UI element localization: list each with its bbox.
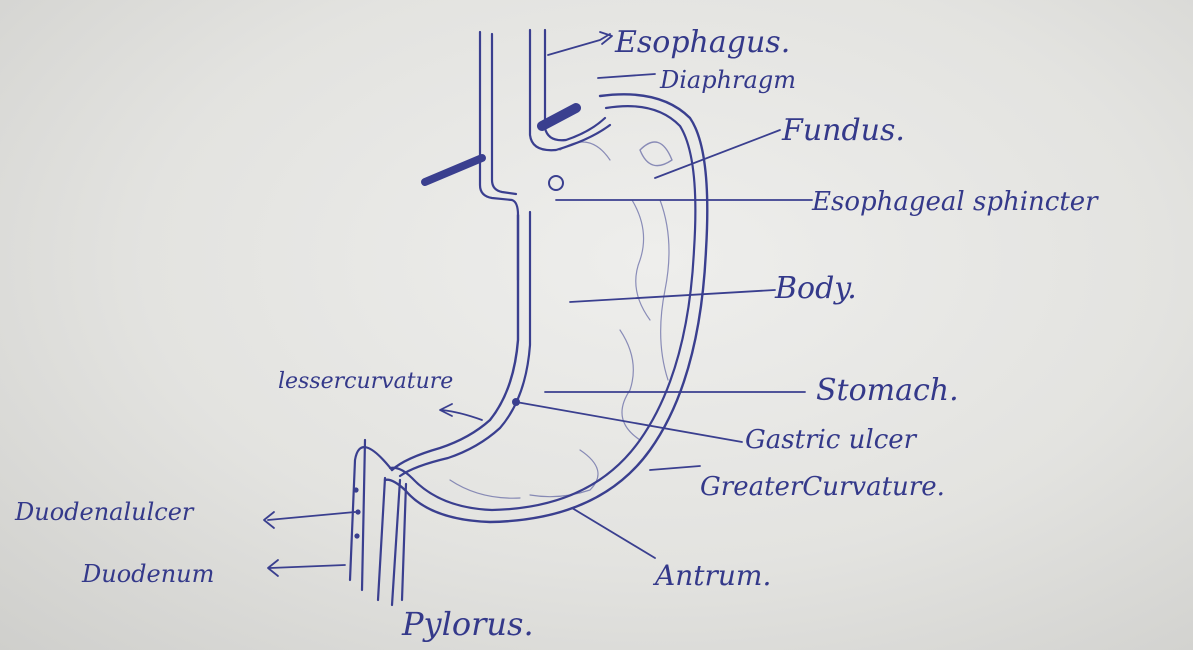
label-antrum: Antrum. xyxy=(652,559,771,592)
duodenal-ulcer-dot xyxy=(355,509,360,514)
label-diaphragm: Diaphragm xyxy=(659,66,796,94)
label-fundus: Fundus. xyxy=(781,113,905,148)
label-esophagus: Esophagus. xyxy=(614,25,790,60)
esophagus-tube xyxy=(480,30,610,280)
label-gastric-ulcer: Gastric ulcer xyxy=(745,425,918,455)
label-pylorus: Pylorus. xyxy=(401,605,534,643)
label-lesser-curvature: lessercurvature xyxy=(278,369,453,394)
label-greater-curvature: GreaterCurvature. xyxy=(700,472,945,502)
sphincter-marker xyxy=(549,176,563,190)
stomach-outline xyxy=(385,94,707,522)
label-esophageal-sphincter: Esophageal sphincter xyxy=(811,187,1099,217)
label-body: Body. xyxy=(774,271,857,306)
duodenal-ulcer-dot xyxy=(354,533,359,538)
label-stomach: Stomach. xyxy=(816,373,959,408)
diaphragm-marks xyxy=(425,108,576,182)
label-duodenal-ulcer: Duodenalulcer xyxy=(14,498,195,526)
label-duodenum: Duodenum xyxy=(81,560,214,588)
duodenal-ulcer-dot xyxy=(353,487,358,492)
